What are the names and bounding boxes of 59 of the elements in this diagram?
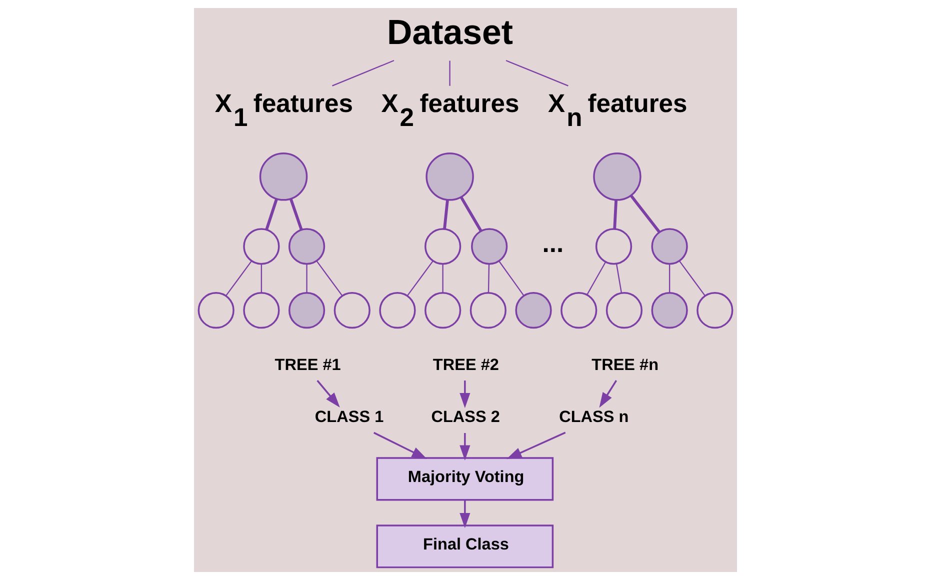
- node-circle: [259, 152, 308, 201]
- node-circle: [426, 152, 474, 201]
- node-text: TREE #n: [592, 356, 659, 374]
- connector: [488, 264, 490, 293]
- node-circle: [515, 292, 552, 329]
- node-circle: [424, 292, 462, 329]
- arrow: [460, 433, 470, 460]
- connector: [678, 260, 706, 296]
- node-circle: [651, 292, 688, 329]
- arrow: [373, 432, 428, 460]
- node-box: Final Class: [376, 524, 554, 568]
- connector: [443, 200, 449, 229]
- connector: [460, 196, 482, 232]
- connector: [260, 264, 262, 293]
- arrow: [506, 432, 566, 460]
- connector: [442, 264, 444, 293]
- connector: [265, 198, 278, 230]
- node-text: CLASS n: [559, 408, 629, 426]
- arrow: [460, 500, 470, 528]
- connector: [613, 200, 618, 229]
- connector: [332, 60, 394, 86]
- node-circle: [424, 228, 462, 265]
- node-circle: [379, 292, 416, 329]
- node-circle: [471, 228, 508, 265]
- node-text: CLASS 2: [431, 408, 500, 426]
- label: ...: [542, 230, 564, 258]
- node-circle: [288, 228, 326, 265]
- node-text: CLASS 1: [314, 408, 384, 426]
- connector: [306, 264, 308, 293]
- arrow: [316, 380, 340, 408]
- node-circle: [651, 228, 688, 265]
- arrow: [599, 380, 618, 408]
- connector: [316, 260, 343, 296]
- connector: [406, 260, 434, 296]
- connector: [225, 260, 252, 296]
- connector: [506, 60, 568, 86]
- node-circle: [593, 152, 642, 201]
- node-circle: [243, 292, 280, 329]
- connector: [630, 194, 660, 233]
- connector: [668, 264, 670, 293]
- connector: [586, 262, 606, 295]
- node-circle: [334, 292, 370, 329]
- connector: [289, 198, 303, 230]
- node-text: TREE #1: [274, 356, 341, 374]
- node-circle: [696, 292, 734, 329]
- connector: [498, 260, 524, 296]
- connector: [449, 60, 450, 86]
- connector: [616, 264, 622, 293]
- node-circle: [470, 292, 506, 329]
- node-circle: [560, 292, 598, 329]
- node-box: Majority Voting: [376, 457, 554, 501]
- node-circle: [595, 228, 632, 265]
- node-circle: [243, 228, 280, 265]
- node-circle: [288, 292, 326, 329]
- node-text: TREE #2: [432, 356, 499, 374]
- arrow: [460, 380, 470, 408]
- node-circle: [198, 292, 234, 329]
- node-circle: [606, 292, 643, 329]
- node-text: Dataset: [387, 13, 514, 52]
